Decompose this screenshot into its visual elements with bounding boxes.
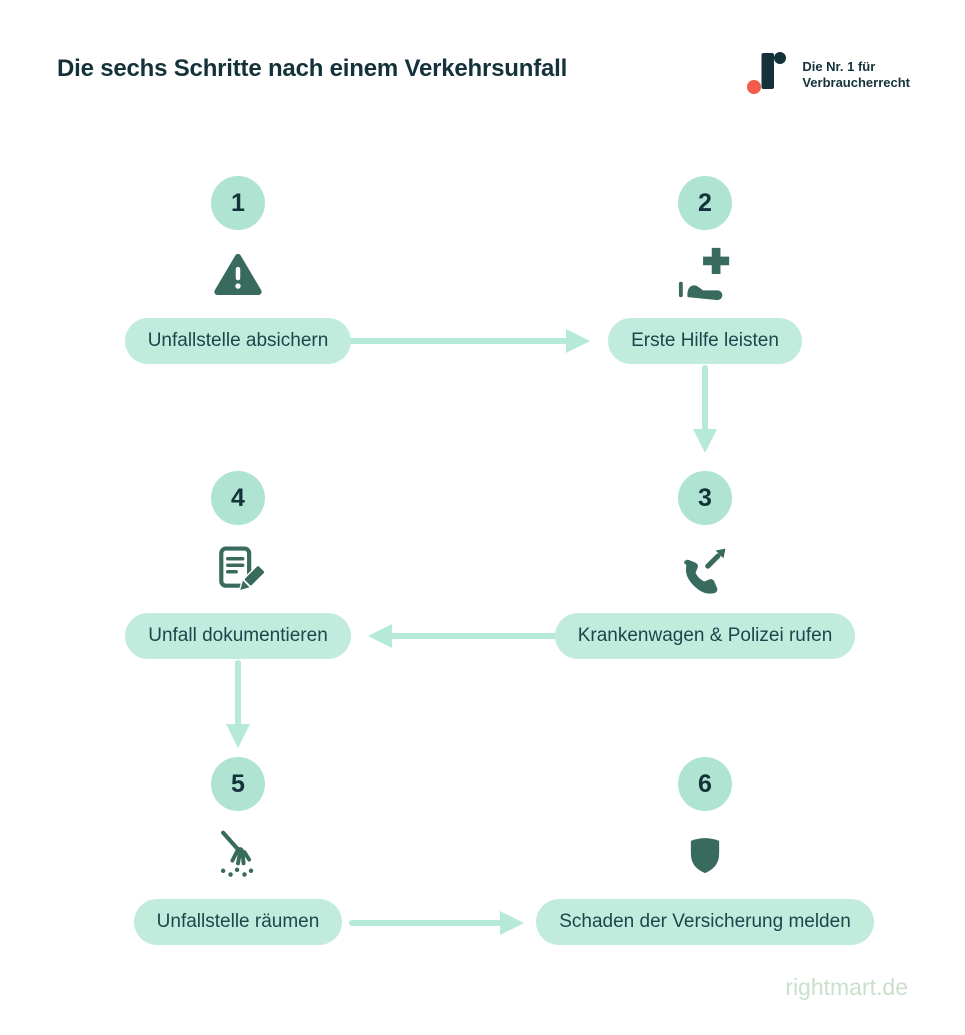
shield-icon [683, 827, 727, 883]
step-number: 5 [231, 769, 245, 798]
step-label: Krankenwagen & Polizei rufen [577, 625, 833, 646]
footer-brand: rightmart.de [785, 974, 908, 1000]
logo-claim-line2: Verbraucherrecht [802, 74, 910, 90]
step-5-label-pill: Unfallstelle räumen [133, 899, 343, 945]
step-4-number-badge: 4 [211, 471, 265, 525]
step-1-number-badge: 1 [211, 176, 265, 230]
document-edit-icon [212, 541, 264, 597]
first-aid-hand-icon [676, 246, 734, 302]
step-2-number-badge: 2 [678, 176, 732, 230]
step-label: Unfallstelle absichern [147, 330, 329, 351]
step-5-number-badge: 5 [211, 757, 265, 811]
step-6: 6 Schaden der Versicherung melden [505, 757, 905, 945]
step-2: 2 Erste Hilfe leisten [505, 176, 905, 364]
step-label: Schaden der Versicherung melden [559, 911, 851, 932]
step-3-label-pill: Krankenwagen & Polizei rufen [554, 613, 856, 659]
step-4: 4 Unfall dokumentieren [38, 471, 438, 659]
warning-triangle-icon [213, 246, 263, 302]
step-label: Erste Hilfe leisten [631, 330, 779, 351]
step-number: 4 [231, 483, 245, 512]
step-number: 2 [698, 188, 712, 217]
logo-claim: Die Nr. 1 für Verbraucherrecht [802, 59, 910, 91]
step-6-number-badge: 6 [678, 757, 732, 811]
step-label: Unfallstelle räumen [156, 911, 320, 932]
step-5: 5 Unfal [38, 757, 438, 945]
step-number: 1 [231, 188, 245, 217]
step-2-label-pill: Erste Hilfe leisten [608, 318, 802, 364]
step-4-label-pill: Unfall dokumentieren [125, 613, 351, 659]
step-6-label-pill: Schaden der Versicherung melden [536, 899, 874, 945]
broom-sweep-icon [212, 827, 264, 883]
step-1: 1 Unfallstelle absichern [38, 176, 438, 364]
step-3: 3 Krankenwagen & Polizei rufen [505, 471, 905, 659]
page-title: Die sechs Schritte nach einem Verkehrsun… [57, 55, 568, 82]
step-label: Unfall dokumentieren [148, 625, 328, 646]
step-1-label-pill: Unfallstelle absichern [124, 318, 352, 364]
rightmart-logo: Die Nr. 1 für Verbraucherrecht [747, 50, 910, 99]
phone-call-icon [679, 541, 731, 597]
step-3-number-badge: 3 [678, 471, 732, 525]
step-number: 3 [698, 483, 712, 512]
rightmart-logo-mark-icon [747, 50, 787, 99]
step-number: 6 [698, 769, 712, 798]
logo-claim-line1: Die Nr. 1 für [802, 58, 876, 74]
